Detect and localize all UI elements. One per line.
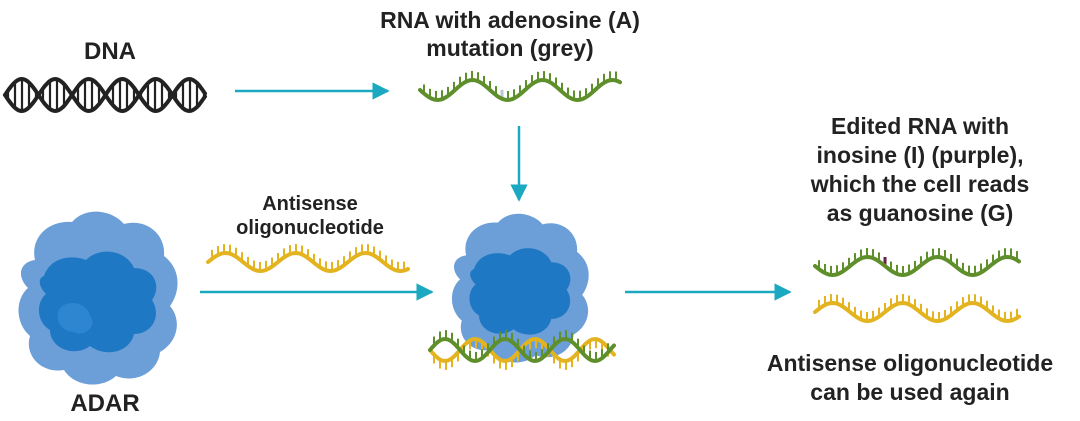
rna-mutation-label-line2: mutation (grey) xyxy=(426,35,594,61)
edited-rna-label-line3: which the cell reads xyxy=(810,171,1030,197)
strand-backbone xyxy=(813,254,1021,278)
dna-label: DNA xyxy=(84,38,136,65)
reuse-label: Antisense oligonucleotide can be used ag… xyxy=(745,349,1075,407)
antisense-label-line1: Antisense xyxy=(262,193,358,215)
adar-label: ADAR xyxy=(70,390,140,417)
antisense-label: Antisense oligonucleotide xyxy=(210,192,410,240)
dna-backbone-b xyxy=(3,76,207,114)
strand-backbone xyxy=(206,250,410,274)
bound-rna-strand xyxy=(428,330,616,363)
strand-backbone xyxy=(428,337,616,363)
reuse-label-line1: Antisense oligonucleotide xyxy=(766,350,1054,376)
adar-enzyme-icon xyxy=(18,211,178,385)
edited-rna-label-line4: as guanosine (G) xyxy=(826,200,1014,226)
edited-rna-label: Edited RNA with inosine (I) (purple), wh… xyxy=(770,112,1070,228)
antisense-label-line2: oligonucleotide xyxy=(236,217,384,239)
strand-backbone xyxy=(813,300,1021,324)
edited-rna-label-line2: inosine (I) (purple), xyxy=(816,142,1024,168)
dna-helix-icon xyxy=(3,76,207,114)
antisense-oligo-strand xyxy=(206,244,410,274)
adar-bound-enzyme-icon xyxy=(451,213,589,363)
edited-rna-strand xyxy=(813,248,1021,278)
strand-backbone xyxy=(418,77,622,103)
released-antisense-strand xyxy=(813,294,1021,324)
rna-strand-with-mutation xyxy=(418,71,622,103)
reuse-label-line2: can be used again xyxy=(810,379,1010,405)
rna-mutation-label: RNA with adenosine (A) mutation (grey) xyxy=(340,6,680,62)
edited-rna-label-line1: Edited RNA with xyxy=(830,113,1010,139)
rna-mutation-label-line1: RNA with adenosine (A) xyxy=(380,7,640,33)
